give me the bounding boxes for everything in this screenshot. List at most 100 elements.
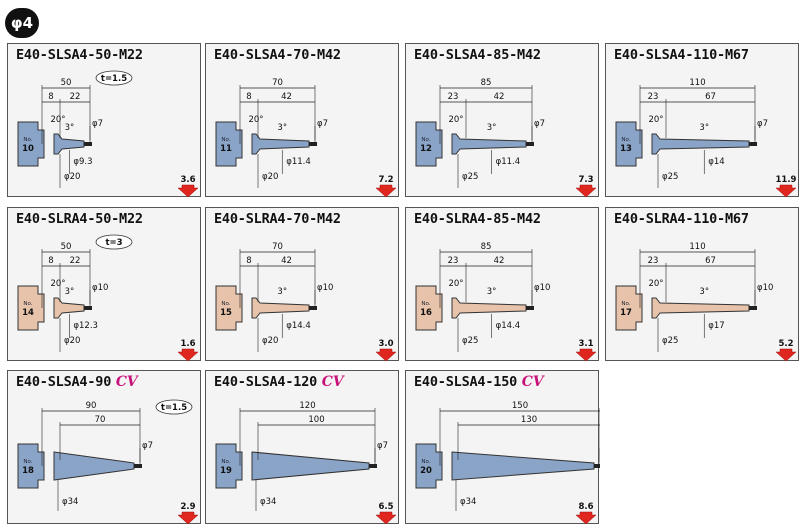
tip [526, 306, 534, 310]
tool-number: 19 [220, 466, 232, 476]
tool-drawing: No.20150130φ34φ78.6 [415, 401, 600, 525]
mid-diameter: φ14.4 [496, 321, 521, 331]
tool-number: 10 [22, 144, 34, 154]
tool-title: E40-SLSA4-85-M42 [414, 47, 541, 63]
taper-angle: 3° [699, 287, 709, 297]
segment-length: 42 [281, 92, 292, 102]
down-arrow-icon [375, 511, 397, 525]
tip-diameter: φ7 [377, 441, 388, 451]
tip [134, 464, 142, 468]
tip [309, 306, 317, 310]
neck-angle: 20° [448, 279, 463, 289]
neck-angle: 20° [648, 279, 663, 289]
model-name: E40-SLRA4-85-M42 [414, 211, 541, 227]
mid-diameter: φ17 [708, 321, 724, 331]
mid-diameter: φ14.4 [286, 321, 311, 331]
tip-diameter: φ7 [92, 119, 103, 129]
tapered-shank [251, 133, 310, 155]
down-arrow-icon [177, 511, 199, 525]
neck-length: 8 [48, 92, 53, 102]
overall-length: 150 [512, 401, 528, 411]
weight-value: 8.6 [578, 502, 593, 512]
tip-diameter: φ10 [757, 283, 773, 293]
tip [594, 464, 600, 468]
tool-number: 13 [620, 144, 632, 154]
base-diameter: φ25 [662, 172, 678, 182]
model-name: E40-SLSA4-85-M42 [414, 47, 541, 63]
tapered-shank [251, 451, 370, 481]
tool-title: E40-SLSA4-50-M22 [16, 47, 143, 63]
base-diameter: φ25 [462, 336, 478, 346]
overall-length: 85 [481, 78, 492, 88]
holder-body [215, 285, 243, 331]
tip-diameter: φ7 [317, 119, 328, 129]
cv-mark: CV [521, 374, 544, 390]
svg-text:No.: No. [221, 137, 230, 143]
tip-diameter: φ7 [534, 119, 545, 129]
tapered-shank [53, 133, 85, 155]
holder-body [17, 285, 45, 331]
tip-diameter: φ10 [317, 283, 333, 293]
segment-length: 100 [308, 415, 324, 425]
holder-body [415, 443, 443, 489]
holder-body [415, 121, 443, 167]
tapered-shank [451, 133, 527, 155]
down-arrow-icon [177, 184, 199, 198]
svg-text:No.: No. [421, 137, 430, 143]
tapered-shank [651, 133, 750, 155]
tapered-shank [251, 297, 310, 319]
tool-title: E40-SLSA4-90 CV [16, 374, 138, 390]
neck-angle: 20° [50, 279, 65, 289]
overall-length: 50 [61, 242, 72, 252]
down-arrow-icon [575, 348, 597, 362]
tip [369, 464, 377, 468]
mid-diameter: φ11.4 [496, 157, 521, 167]
tool-number: 11 [220, 144, 232, 154]
mid-diameter: φ14 [708, 157, 724, 167]
model-name: E40-SLRA4-50-M22 [16, 211, 143, 227]
model-name: E40-SLRA4-110-M67 [614, 211, 749, 227]
base-diameter: φ20 [64, 336, 80, 346]
tip-diameter: φ10 [92, 283, 108, 293]
overall-length: 70 [272, 78, 283, 88]
tapered-shank [53, 297, 85, 319]
svg-text:No.: No. [221, 459, 230, 465]
model-name: E40-SLSA4-50-M22 [16, 47, 143, 63]
taper-angle: 3° [277, 287, 287, 297]
weight-value: 7.3 [578, 175, 593, 185]
tapered-shank [451, 297, 527, 319]
overall-length: 110 [689, 242, 705, 252]
tool-number: 20 [420, 466, 432, 476]
tool-number: 17 [620, 308, 632, 318]
base-diameter: φ34 [62, 497, 78, 507]
model-name: E40-SLRA4-70-M42 [214, 211, 341, 227]
down-arrow-icon [575, 184, 597, 198]
down-arrow-icon [177, 348, 199, 362]
weight-value: 3.6 [180, 175, 195, 185]
base-diameter: φ34 [460, 497, 476, 507]
t-thickness: t=3 [105, 238, 122, 248]
model-name: E40-SLSA4-120 [214, 374, 318, 390]
svg-text:No.: No. [621, 301, 630, 307]
tool-title: E40-SLSA4-70-M42 [214, 47, 341, 63]
segment-length: 130 [521, 415, 537, 425]
tool-title: E40-SLRA4-110-M67 [614, 211, 749, 227]
